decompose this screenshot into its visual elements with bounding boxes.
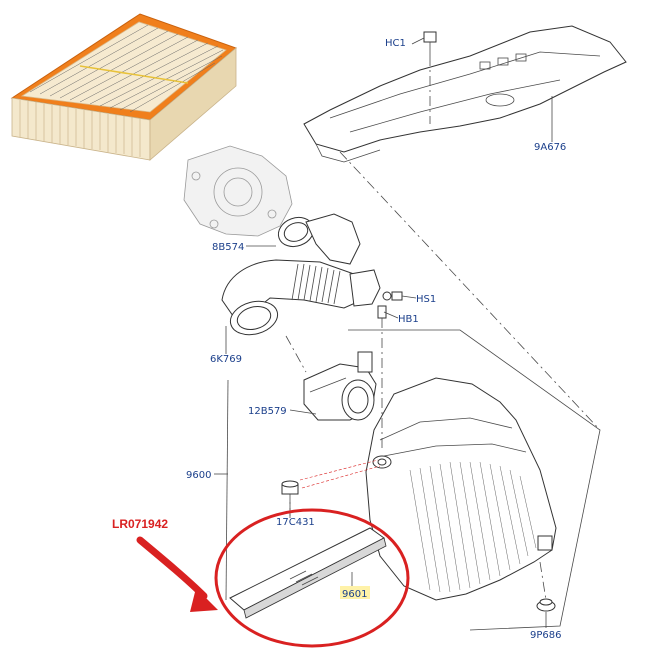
part-label-9a676: 9A676	[534, 142, 566, 153]
curved-red-arrow-icon	[136, 536, 218, 612]
part-label-9p686: 9P686	[530, 630, 561, 641]
part-label-8b574: 8B574	[212, 242, 244, 253]
label-highlight	[340, 586, 370, 599]
grommet-17c431	[281, 480, 299, 495]
fastener-hc1	[423, 31, 437, 56]
fastener-hs1	[382, 291, 403, 301]
throttle-body	[183, 145, 293, 237]
part-label-hb1: HB1	[398, 314, 419, 325]
grommet-9p686	[536, 598, 556, 612]
part-label-9600: 9600	[186, 470, 211, 481]
part-label-hs1: HS1	[416, 294, 436, 305]
intake-duct	[221, 213, 381, 336]
air-filter-element	[229, 527, 387, 619]
part-label-17c431: 17C431	[276, 517, 315, 528]
air-cleaner-housing	[365, 377, 557, 601]
part-label-12b579: 12B579	[248, 406, 287, 417]
callout-part-number: LR071942	[112, 517, 168, 531]
engine-cover-9a676	[303, 25, 627, 163]
part-label-hc1: HC1	[385, 38, 406, 49]
red-circle-highlight	[214, 508, 410, 648]
air-filter-photo	[10, 13, 237, 161]
part-label-6k769: 6K769	[210, 354, 242, 365]
assembly-lines	[225, 56, 601, 631]
mass-air-flow-sensor	[303, 351, 377, 421]
part-label-9601: 9601	[342, 589, 367, 600]
